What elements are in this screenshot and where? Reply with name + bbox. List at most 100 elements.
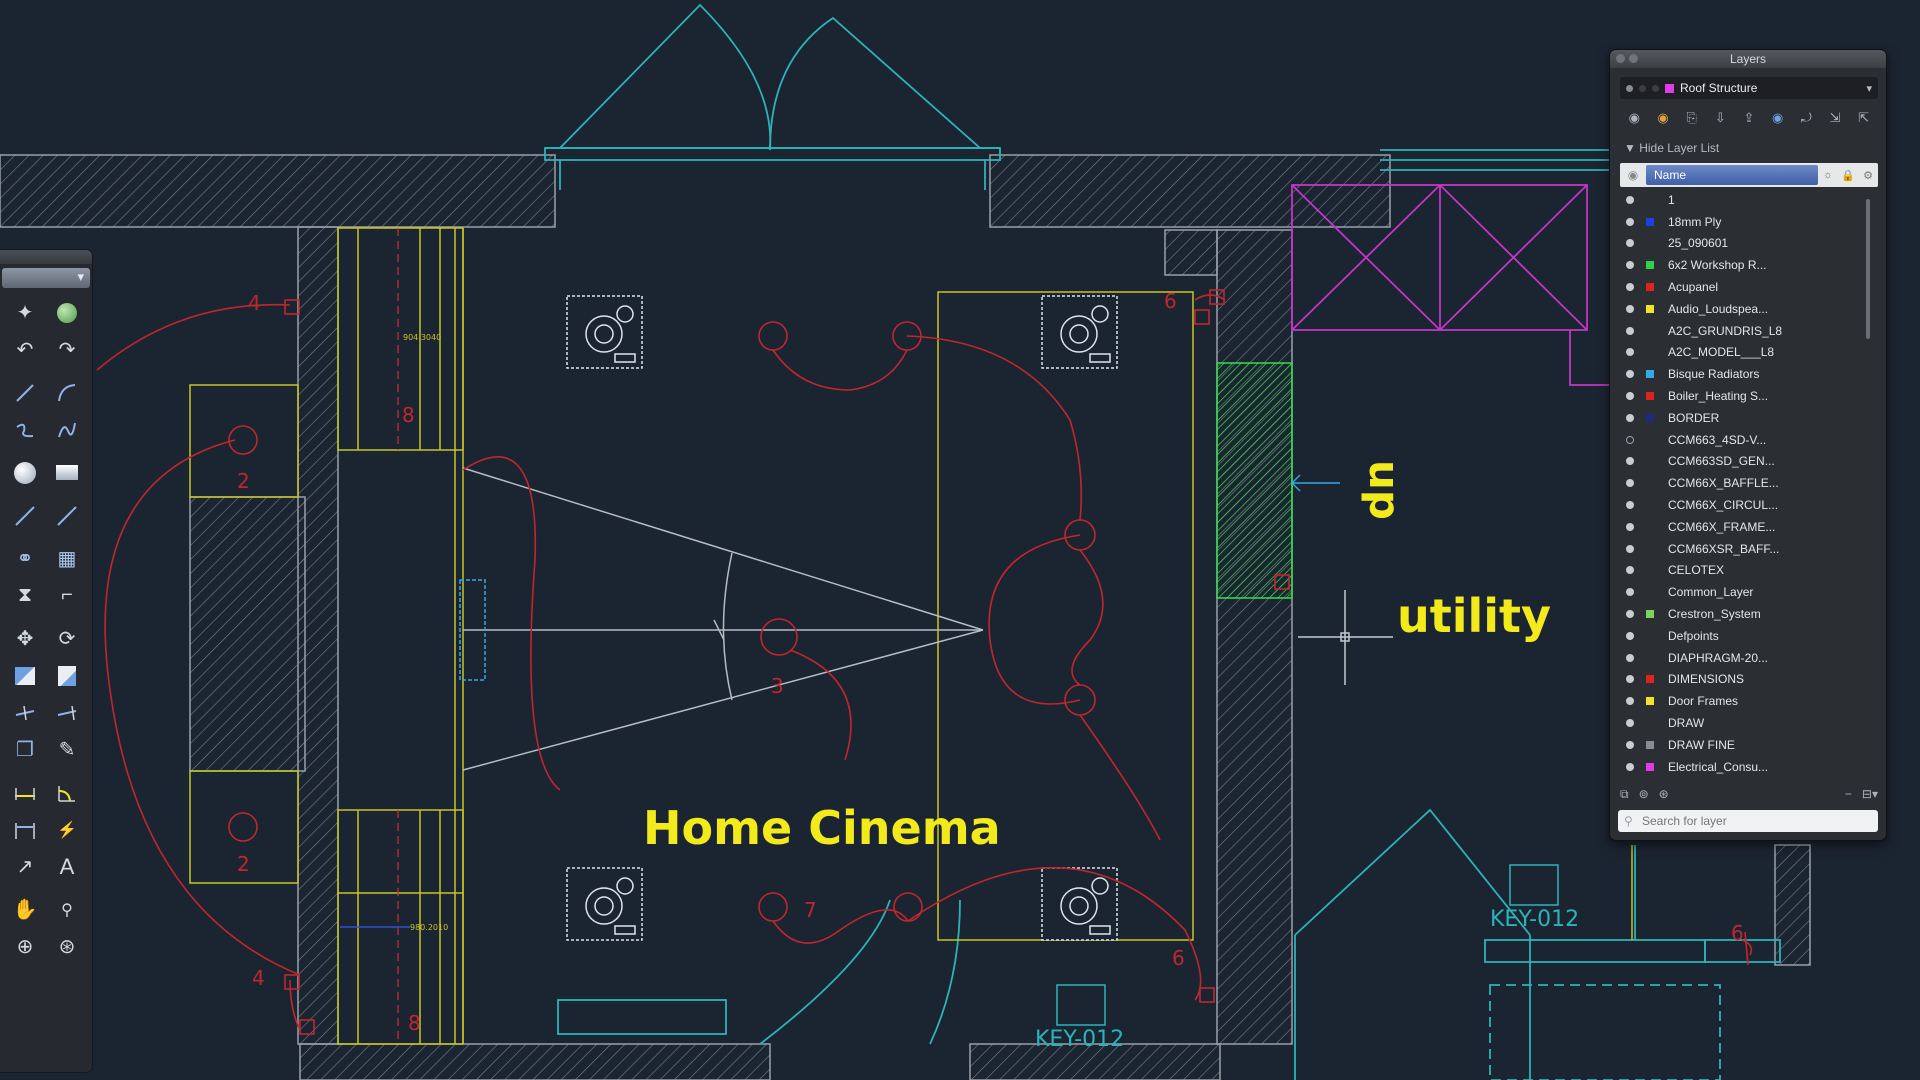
layer-visibility-icon[interactable] <box>1626 348 1634 357</box>
xline-tool-button[interactable] <box>8 500 42 532</box>
layer-visibility-icon[interactable] <box>1626 217 1634 226</box>
line-tool-button[interactable] <box>8 377 42 409</box>
layer-visibility-icon[interactable] <box>1626 283 1634 292</box>
layer-color-swatch[interactable] <box>1646 239 1654 247</box>
layer-color-swatch[interactable] <box>1646 479 1654 487</box>
layer-color-swatch[interactable] <box>1646 740 1654 749</box>
arc-tool-button[interactable] <box>50 377 84 409</box>
extend-tool-button[interactable] <box>50 697 84 729</box>
layer-tool-7-button[interactable]: ⤾ <box>1800 110 1812 125</box>
layer-row[interactable]: BORDER <box>1620 407 1872 429</box>
layer-color-swatch[interactable] <box>1646 436 1654 444</box>
layer-color-swatch[interactable] <box>1646 566 1654 574</box>
array-tool-button[interactable]: ▦ <box>50 543 84 575</box>
layer-color-swatch[interactable] <box>1646 392 1654 401</box>
layer-color-swatch[interactable] <box>1646 261 1654 270</box>
leader-tool-button[interactable]: ↗ <box>8 851 42 883</box>
new-group-icon[interactable]: ⊚ <box>1638 787 1649 801</box>
palette-titlebar[interactable] <box>0 250 92 264</box>
layer-row[interactable]: 1 <box>1620 189 1872 211</box>
layer-row[interactable]: DRAW FINE <box>1620 734 1872 756</box>
layer-visibility-icon[interactable] <box>1626 588 1634 597</box>
layer-visibility-icon[interactable] <box>1626 544 1634 553</box>
layer-row[interactable]: CCM66X_FRAME... <box>1620 516 1872 538</box>
polyline-tool-button[interactable] <box>8 414 42 446</box>
layer-visibility-icon[interactable] <box>1626 501 1634 510</box>
redo-button[interactable]: ↷ <box>50 334 84 366</box>
layer-row[interactable]: Boiler_Heating S... <box>1620 385 1872 407</box>
zoom-extents-button[interactable]: ⊛ <box>50 931 84 963</box>
layer-visibility-icon[interactable] <box>1626 326 1634 335</box>
copy-tool-button[interactable]: ❐ <box>8 734 42 766</box>
zoom-tool-button[interactable]: ⚲ <box>50 894 84 926</box>
layer-visibility-icon[interactable] <box>1626 631 1634 640</box>
layer-visibility-icon[interactable] <box>1626 435 1634 444</box>
move-tool-button[interactable]: ✥ <box>8 623 42 655</box>
layer-visibility-icon[interactable] <box>1626 675 1634 684</box>
point-tool-button[interactable]: ✦ <box>16 302 34 324</box>
layer-color-swatch[interactable] <box>1646 697 1654 706</box>
layer-row[interactable]: 18mm Ply <box>1620 211 1872 233</box>
layer-color-swatch[interactable] <box>1646 413 1654 422</box>
layer-tool-5-button[interactable]: ⇪ <box>1743 110 1755 125</box>
layer-row[interactable]: Defpoints <box>1620 625 1872 647</box>
layer-color-swatch[interactable] <box>1646 196 1654 204</box>
layer-row[interactable]: CCM66XSR_BAFF... <box>1620 538 1872 560</box>
plot-column-header[interactable]: ⚙ <box>1863 169 1873 182</box>
name-column-header[interactable]: Name <box>1646 165 1818 185</box>
layer-color-swatch[interactable] <box>1646 217 1654 226</box>
layer-visibility-icon[interactable] <box>1626 370 1634 379</box>
layer-row[interactable]: Electrical_Consu... <box>1620 756 1872 778</box>
circle-tool-button[interactable] <box>8 457 42 489</box>
layer-options-icon[interactable]: ⊟▾ <box>1861 787 1878 801</box>
current-layer-dropdown[interactable]: Roof Structure ▾ <box>1620 77 1878 99</box>
minimize-icon[interactable] <box>1629 54 1638 63</box>
layer-visibility-icon[interactable] <box>1626 740 1634 749</box>
layer-color-swatch[interactable] <box>1646 370 1654 379</box>
layer-visibility-icon[interactable] <box>1626 522 1634 531</box>
layer-row[interactable]: A2C_GRUNDRIS_L8 <box>1620 320 1872 342</box>
close-icon[interactable] <box>1616 54 1625 63</box>
layer-color-swatch[interactable] <box>1646 654 1654 662</box>
layer-tool-6-button[interactable]: ◉ <box>1771 110 1784 125</box>
layer-color-swatch[interactable] <box>1646 327 1654 335</box>
layer-color-swatch[interactable] <box>1646 719 1654 727</box>
trim-tool-button[interactable] <box>8 697 42 729</box>
erase-tool-button[interactable]: ✎ <box>50 734 84 766</box>
hide-layer-list-toggle[interactable]: ▼ Hide Layer List <box>1624 141 1720 155</box>
layer-visibility-icon[interactable] <box>1626 413 1634 422</box>
palette-mode-dropdown[interactable] <box>2 268 90 288</box>
layer-visibility-icon[interactable] <box>1626 479 1634 488</box>
layer-visibility-icon[interactable] <box>1626 195 1634 204</box>
layer-tool-3-button[interactable]: ⎘ <box>1686 110 1697 125</box>
eye-icon[interactable]: ◉ <box>1627 168 1639 182</box>
layer-visibility-icon[interactable] <box>1626 762 1634 771</box>
layer-row[interactable]: 6x2 Workshop R... <box>1620 254 1872 276</box>
dim-angular-button[interactable] <box>50 777 84 809</box>
layer-row[interactable]: DIAPHRAGM-20... <box>1620 647 1872 669</box>
layer-row[interactable]: CCM66X_CIRCUL... <box>1620 494 1872 516</box>
delete-layer-icon[interactable]: − <box>1844 787 1852 801</box>
layer-row[interactable]: CCM66X_BAFFLE... <box>1620 472 1872 494</box>
layer-visibility-icon[interactable] <box>1626 719 1634 728</box>
layer-search-field[interactable]: ⚲ <box>1618 810 1878 832</box>
layer-row[interactable]: Bisque Radiators <box>1620 363 1872 385</box>
layer-tool-4-button[interactable]: ⇩ <box>1714 110 1726 125</box>
layer-settings-icon[interactable]: ⊛ <box>1658 787 1669 801</box>
layer-row[interactable]: CCM663_4SD-V... <box>1620 429 1872 451</box>
layer-row[interactable]: Audio_Loudspea... <box>1620 298 1872 320</box>
layer-color-swatch[interactable] <box>1646 523 1654 531</box>
scale-tool-button[interactable] <box>8 660 42 692</box>
layer-row[interactable]: DRAW <box>1620 712 1872 734</box>
layer-tool-2-button[interactable]: ◉ <box>1657 110 1669 125</box>
layer-tool-9-button[interactable]: ⇱ <box>1858 110 1870 125</box>
layer-list-scrollbar[interactable] <box>1866 199 1870 339</box>
layer-color-swatch[interactable] <box>1646 283 1654 292</box>
layer-row[interactable]: CCM663SD_GEN... <box>1620 451 1872 473</box>
layer-tool-8-button[interactable]: ⇲ <box>1829 110 1841 125</box>
layer-row[interactable]: CELOTEX <box>1620 560 1872 582</box>
layer-visibility-icon[interactable] <box>1626 653 1634 662</box>
layer-color-swatch[interactable] <box>1646 348 1654 356</box>
layer-visibility-icon[interactable] <box>1626 566 1634 575</box>
